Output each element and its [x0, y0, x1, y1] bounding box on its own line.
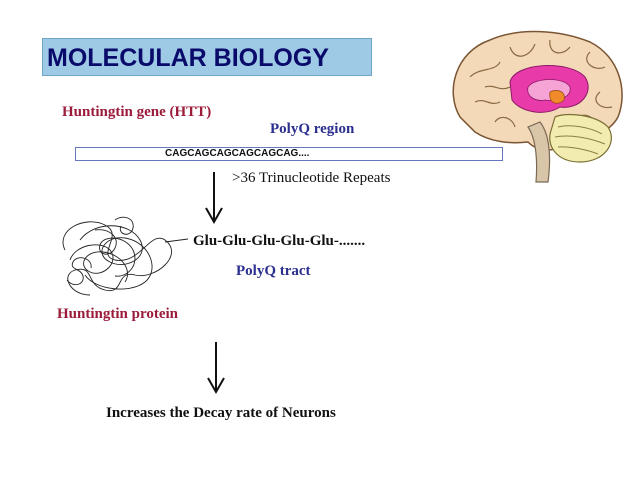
protein-label: Huntingtin protein [57, 306, 179, 322]
down-arrow-icon [207, 342, 225, 395]
polyq-region-label: PolyQ region [270, 121, 355, 137]
protein-coil-illustration [62, 216, 189, 296]
sequence-bar [75, 147, 503, 161]
polyq-tract-label: PolyQ tract [236, 263, 311, 279]
down-arrow-icon [205, 172, 223, 225]
amino-chain: Glu-Glu-Glu-Glu-Glu-....... [193, 233, 366, 249]
brain-illustration [452, 30, 623, 183]
sequence-text: CAGCAGCAGCAGCAGCAG.... [165, 148, 310, 159]
repeats-label: >36 Trinucleotide Repeats [232, 170, 391, 186]
gene-label: Huntingtin gene (HTT) [62, 104, 212, 120]
outcome-label: Increases the Decay rate of Neurons [106, 405, 336, 421]
slide-title: MOLECULAR BIOLOGY [42, 38, 372, 76]
